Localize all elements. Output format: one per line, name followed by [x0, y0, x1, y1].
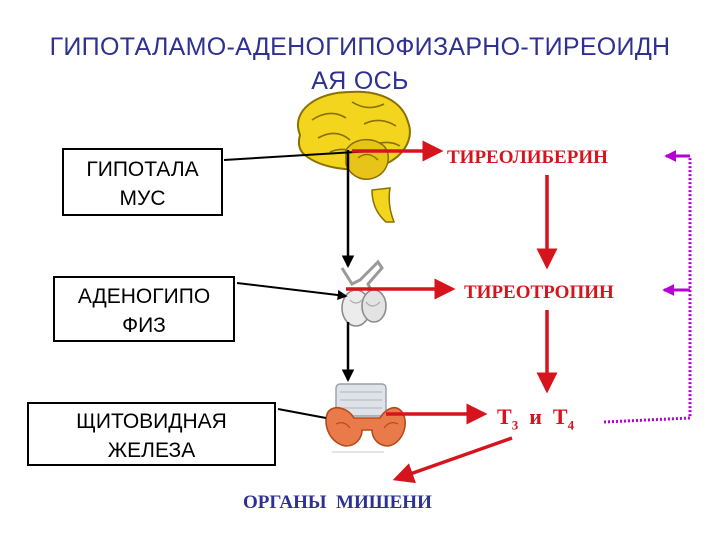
title-line-2: АЯ ОСЬ: [311, 67, 409, 95]
t3-t4-conjunction: и: [529, 404, 542, 429]
pituitary-label-line-2: ФИЗ: [122, 314, 166, 337]
hormone-label-tsh: ТИРЕОТРОПИН: [464, 282, 614, 303]
t3-letter: Т: [497, 404, 512, 429]
hypothalamus-label-line-2: МУС: [119, 187, 166, 210]
title-line-1: ГИПОТАЛАМО-АДЕНОГИПОФИЗАРНО-ТИРЕОИДН: [49, 33, 671, 61]
hormone-label-t3-t4: Т3 и Т4: [497, 404, 574, 433]
target-organs-label: ОРГАНЫ МИШЕНИ: [243, 492, 432, 513]
pointer-pituitary: [236, 282, 348, 300]
pointer-thyroid: [277, 408, 327, 419]
thyroid-label-line-1: ЩИТОВИДНАЯ: [76, 410, 227, 433]
arrow-to-target-organs: [392, 436, 513, 484]
hormone-label-trh: ТИРЕОЛИБЕРИН: [447, 147, 608, 168]
thyroid-label-box: ЩИТОВИДНАЯ ЖЕЛЕЗА: [27, 402, 276, 466]
hypothalamus-label-box: ГИПОТАЛА МУС: [62, 148, 223, 216]
hypothalamus-label-line-1: ГИПОТАЛА: [86, 158, 199, 181]
feedback-loop-line: [603, 156, 692, 424]
thyroid-label-line-2: ЖЕЛЕЗА: [107, 439, 196, 462]
t3-subscript: 3: [511, 417, 519, 433]
t4-letter: Т: [552, 404, 568, 429]
thyroid-gland-icon: [325, 383, 406, 453]
t4-subscript: 4: [567, 417, 575, 433]
pituitary-gland-icon: [340, 259, 387, 327]
pituitary-label-line-1: АДЕНОГИПО: [77, 285, 211, 308]
brain-icon: [297, 90, 411, 223]
page-title: ГИПОТАЛАМО-АДЕНОГИПОФИЗАРНО-ТИРЕОИДН АЯ …: [0, 30, 720, 98]
pituitary-label-box: АДЕНОГИПО ФИЗ: [53, 276, 235, 342]
